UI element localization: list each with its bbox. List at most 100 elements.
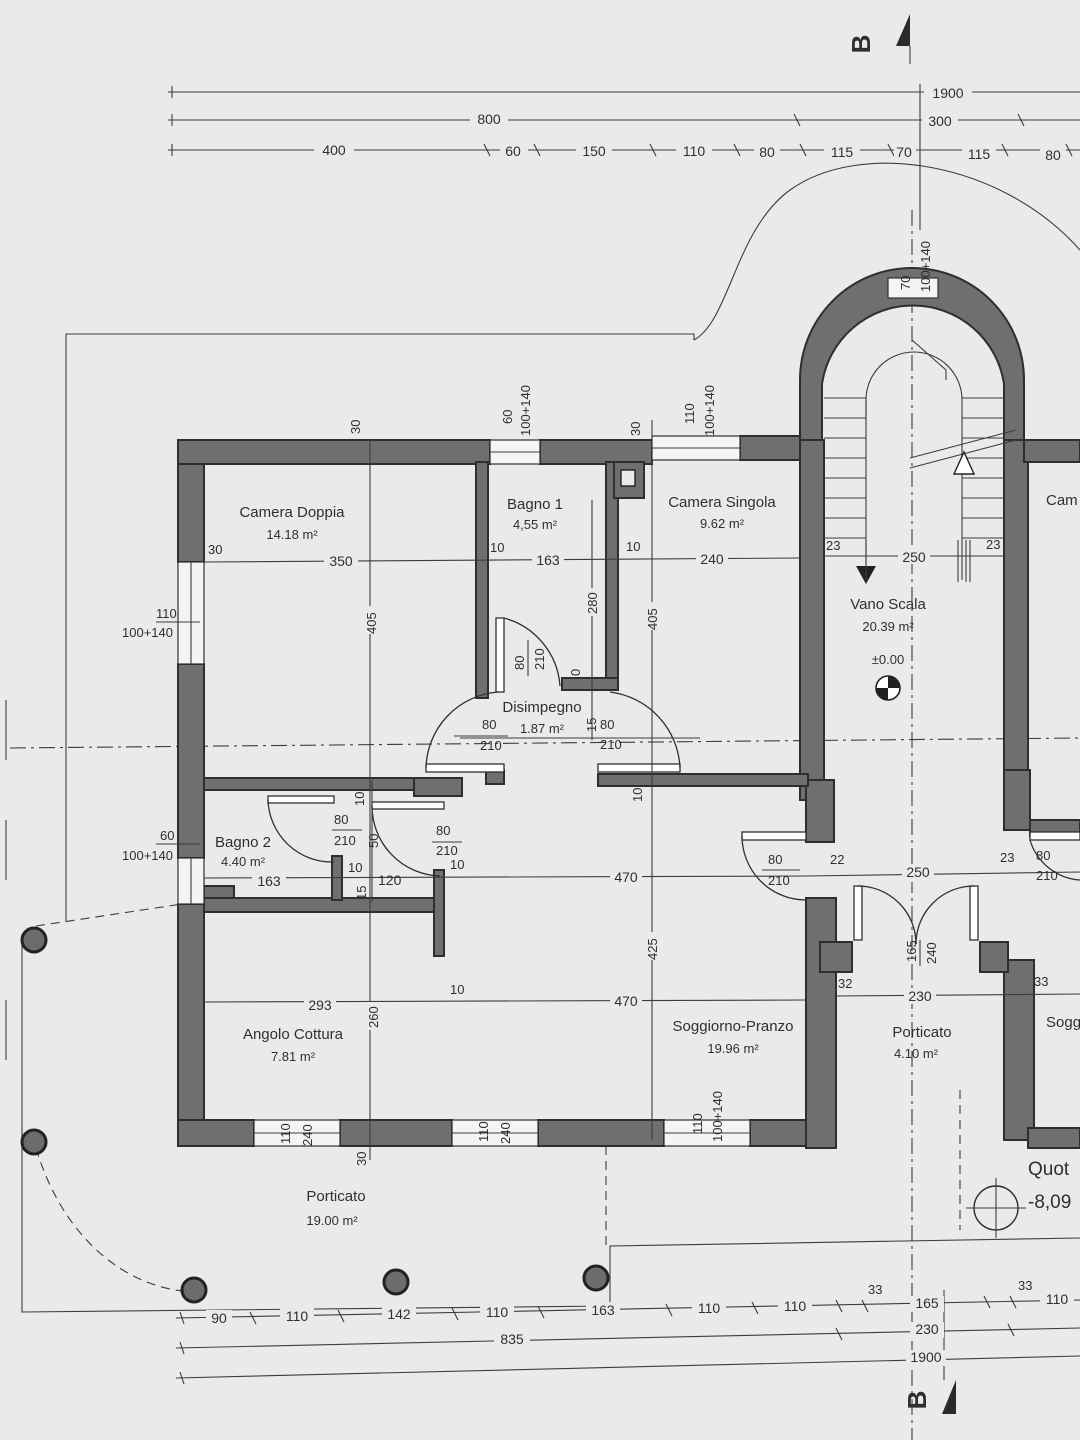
svg-text:23: 23	[1000, 850, 1014, 865]
svg-text:210: 210	[334, 833, 356, 848]
svg-text:10: 10	[450, 982, 464, 997]
svg-text:100+140: 100+140	[710, 1091, 725, 1142]
section-mark-bottom: B	[902, 1380, 956, 1414]
svg-text:230: 230	[908, 988, 932, 1004]
svg-text:165: 165	[904, 940, 919, 962]
svg-text:280: 280	[585, 592, 600, 614]
svg-text:80: 80	[512, 656, 527, 670]
svg-text:80: 80	[1045, 147, 1061, 163]
svg-text:115: 115	[968, 146, 991, 162]
svg-text:60: 60	[500, 410, 515, 424]
svg-text:110: 110	[698, 1300, 721, 1316]
svg-text:33: 33	[1018, 1278, 1032, 1293]
svg-text:163: 163	[257, 873, 281, 889]
room-name-soggiorno-pranzo: Soggiorno-Pranzo	[673, 1018, 794, 1035]
svg-text:110: 110	[690, 1113, 705, 1134]
svg-text:250: 250	[906, 864, 930, 880]
svg-text:30: 30	[348, 420, 363, 434]
room-name-camera-doppia: Camera Doppia	[239, 504, 345, 521]
room-name-bagno-1: Bagno 1	[507, 496, 563, 513]
doors	[267, 617, 1080, 945]
svg-text:230: 230	[915, 1321, 939, 1337]
svg-text:15: 15	[354, 886, 369, 900]
svg-text:110: 110	[476, 1121, 491, 1142]
svg-text:350: 350	[329, 553, 353, 569]
svg-text:110: 110	[278, 1123, 293, 1144]
svg-text:23: 23	[986, 537, 1000, 552]
svg-text:60: 60	[160, 828, 174, 843]
room-name-angolo-cottura: Angolo Cottura	[243, 1026, 344, 1043]
room-name-sogg-cut: Sogg	[1046, 1014, 1080, 1031]
svg-text:80: 80	[759, 144, 775, 160]
svg-text:1900: 1900	[910, 1349, 941, 1365]
svg-text:10: 10	[630, 788, 645, 802]
svg-text:10: 10	[450, 857, 464, 872]
room-name-porticato-large: Porticato	[306, 1188, 365, 1205]
svg-text:1900: 1900	[932, 85, 963, 101]
svg-text:163: 163	[591, 1302, 615, 1318]
room-name-bagno-2: Bagno 2	[215, 834, 271, 851]
svg-text:-8,09: -8,09	[1028, 1192, 1071, 1213]
room-area-soggiorno-pranzo: 19.96 m²	[707, 1041, 759, 1056]
interior-walls	[203, 461, 809, 957]
svg-text:250: 250	[902, 549, 926, 565]
svg-text:80: 80	[436, 823, 450, 838]
svg-text:240: 240	[924, 942, 939, 964]
room-name-porticato-small: Porticato	[892, 1024, 951, 1041]
room-area-bagno-2: 4.40 m²	[221, 854, 266, 869]
svg-text:33: 33	[868, 1282, 882, 1297]
svg-text:70: 70	[898, 276, 913, 290]
svg-text:300: 300	[928, 113, 952, 129]
svg-text:80: 80	[482, 717, 496, 732]
room-area-camera-doppia: 14.18 m²	[266, 527, 318, 542]
svg-text:80: 80	[1036, 848, 1050, 863]
svg-text:23: 23	[826, 538, 840, 553]
svg-text:835: 835	[500, 1331, 524, 1347]
svg-text:110: 110	[683, 143, 706, 159]
svg-text:405: 405	[645, 608, 660, 630]
svg-text:210: 210	[480, 738, 502, 753]
exterior-walls	[177, 267, 1080, 1149]
section-mark-top: B	[846, 14, 911, 64]
svg-text:470: 470	[614, 869, 638, 885]
svg-text:165: 165	[915, 1295, 939, 1311]
svg-text:10: 10	[348, 860, 362, 875]
room-labels: Camera Doppia 14.18 m² Bagno 1 4,55 m² C…	[215, 492, 1080, 1228]
svg-text:10: 10	[490, 540, 504, 555]
columns	[20, 926, 610, 1304]
svg-text:60: 60	[505, 143, 521, 159]
svg-text:100+140: 100+140	[702, 385, 717, 436]
room-name-disimpegno: Disimpegno	[502, 699, 581, 716]
room-area-angolo-cottura: 7.81 m²	[271, 1049, 316, 1064]
svg-text:70: 70	[896, 144, 912, 160]
svg-text:210: 210	[532, 648, 547, 670]
svg-text:425: 425	[645, 938, 660, 960]
svg-text:110: 110	[286, 1308, 309, 1324]
svg-text:210: 210	[768, 873, 790, 888]
svg-text:210: 210	[1036, 868, 1058, 883]
svg-text:10: 10	[352, 792, 367, 806]
svg-text:10: 10	[626, 539, 640, 554]
svg-text:260: 260	[366, 1006, 381, 1028]
top-dimension-lines: 1900 800 300 400 60 150 110 80 115 70 11…	[168, 84, 1080, 230]
svg-text:30: 30	[628, 422, 643, 436]
svg-text:293: 293	[308, 997, 332, 1013]
svg-text:80: 80	[600, 717, 614, 732]
svg-text:110: 110	[156, 606, 177, 621]
room-area-porticato-large: 19.00 m²	[306, 1213, 358, 1228]
svg-text:50: 50	[366, 834, 381, 848]
svg-text:240: 240	[300, 1124, 315, 1146]
svg-text:400: 400	[322, 142, 346, 158]
svg-text:15: 15	[584, 718, 599, 732]
svg-text:470: 470	[614, 993, 638, 1009]
svg-text:100+140: 100+140	[918, 241, 933, 292]
room-area-porticato-small: 4.10 m²	[894, 1046, 939, 1061]
svg-text:100+140: 100+140	[122, 848, 173, 863]
staircase	[824, 339, 1017, 584]
inner-dimension-labels: 30 30 30 30 350 10 163 10 240 23 250 23 …	[122, 241, 1058, 1166]
svg-text:22: 22	[830, 852, 844, 867]
svg-text:80: 80	[334, 812, 348, 827]
svg-text:800: 800	[477, 111, 501, 127]
